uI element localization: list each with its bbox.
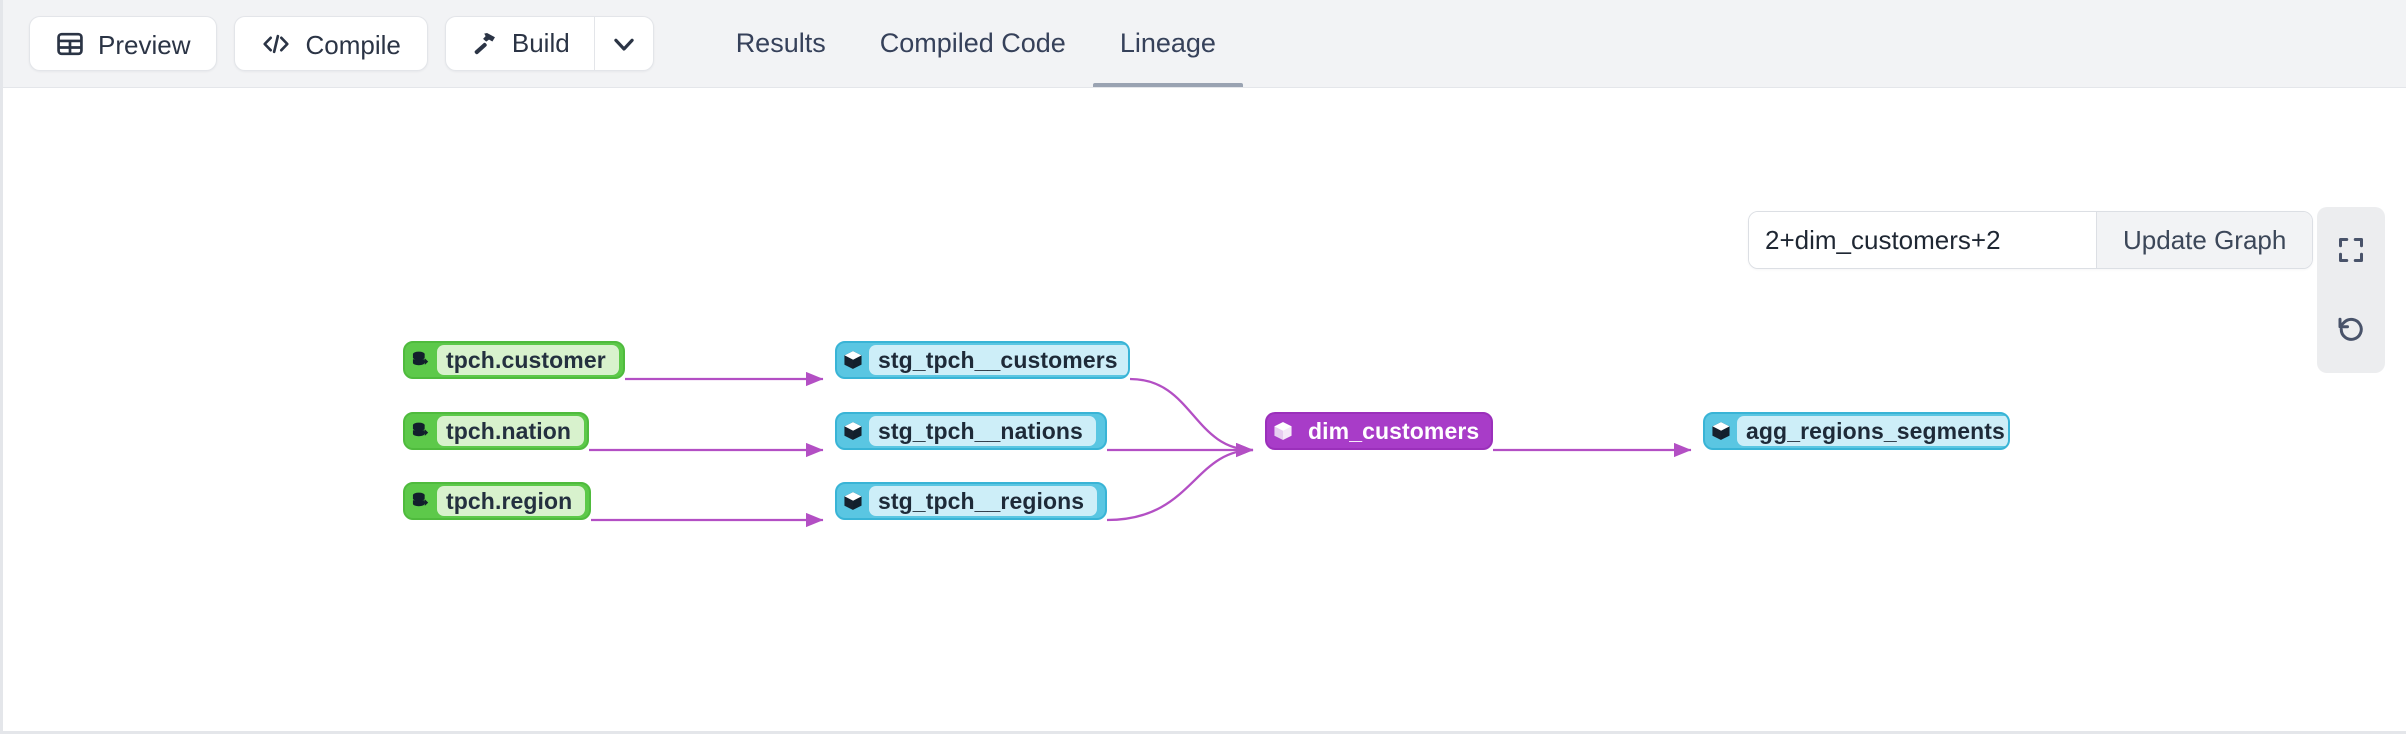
cube-model-icon: [1705, 414, 1737, 448]
lineage-node-label: stg_tpch__regions: [869, 486, 1098, 516]
hammer-icon: [470, 30, 498, 58]
database-source-icon: [405, 414, 437, 448]
toolbar-action-group: Preview Compile: [3, 0, 654, 87]
build-button-label: Build: [511, 28, 570, 58]
lineage-node-label: stg_tpch__nations: [869, 416, 1096, 446]
fullscreen-expand-icon: [2336, 235, 2366, 265]
lineage-node-stg-tpch-regions[interactable]: stg_tpch__regions: [835, 482, 1107, 520]
tab-compiled-code[interactable]: Compiled Code: [853, 0, 1093, 87]
tab-lineage[interactable]: Lineage: [1092, 0, 1244, 87]
reset-rotate-ccw-icon: [2336, 315, 2366, 345]
database-source-icon: [405, 343, 437, 377]
lineage-node-label: tpch.customer: [437, 345, 619, 375]
update-graph-label: Update Graph: [2123, 224, 2287, 255]
graph-controls-rail: [2317, 207, 2385, 373]
preview-button-label: Preview: [98, 29, 191, 60]
lineage-node-label: dim_customers: [1308, 417, 1480, 444]
lineage-node-agg-regions-segments[interactable]: agg_regions_segments: [1703, 412, 2010, 450]
lineage-canvas[interactable]: tpch.customer tpch.nation: [3, 89, 2406, 731]
lineage-node-label: stg_tpch__customers: [869, 345, 1128, 375]
lineage-edges: [589, 371, 1692, 528]
tab-results-label: Results: [735, 28, 826, 58]
lineage-graph: tpch.customer tpch.nation: [3, 89, 2406, 731]
build-dropdown-toggle[interactable]: [595, 17, 653, 70]
lineage-node-stg-tpch-customers[interactable]: stg_tpch__customers: [835, 341, 1130, 379]
build-button[interactable]: Build: [446, 17, 594, 70]
lineage-node-tpch-customer[interactable]: tpch.customer: [403, 341, 625, 379]
lineage-node-dim-customers[interactable]: dim_customers: [1265, 412, 1493, 450]
lineage-node-tpch-region[interactable]: tpch.region: [403, 482, 591, 520]
database-source-icon: [405, 484, 437, 518]
preview-button[interactable]: Preview: [29, 16, 218, 71]
code-brackets-icon: [261, 30, 291, 58]
tab-lineage-label: Lineage: [1119, 28, 1216, 58]
compile-button[interactable]: Compile: [234, 16, 428, 71]
build-divider: [593, 17, 595, 70]
update-graph-button[interactable]: Update Graph: [2096, 212, 2313, 268]
lineage-node-tpch-nation[interactable]: tpch.nation: [403, 412, 589, 450]
lineage-node-stg-tpch-nations[interactable]: stg_tpch__nations: [835, 412, 1107, 450]
cube-model-icon: [1267, 414, 1299, 448]
tab-results[interactable]: Results: [709, 0, 853, 87]
view-tabs: Results Compiled Code Lineage: [709, 0, 1244, 87]
lineage-node-label: tpch.nation: [437, 416, 585, 446]
compile-button-label: Compile: [305, 29, 401, 60]
lineage-node-label: agg_regions_segments: [1737, 416, 2008, 446]
fullscreen-expand-button[interactable]: [2324, 223, 2378, 277]
cube-model-icon: [837, 343, 869, 377]
cube-model-icon: [837, 484, 869, 518]
build-split-button: Build: [444, 16, 654, 71]
lineage-node-label: tpch.region: [437, 486, 586, 516]
edge-stg-regions-to-dim: [1106, 442, 1254, 522]
graph-selector-input[interactable]: [1749, 212, 2096, 268]
reset-graph-button[interactable]: [2324, 303, 2378, 357]
chevron-down-icon: [609, 29, 639, 59]
top-toolbar: Preview Compile: [3, 0, 2406, 88]
cube-model-icon: [837, 414, 869, 448]
tab-compiled-code-label: Compiled Code: [879, 28, 1066, 58]
edge-stg-customers-to-dim: [1129, 377, 1254, 458]
graph-selector-controls: Update Graph: [1748, 211, 2314, 269]
table-grid-icon: [56, 30, 84, 58]
